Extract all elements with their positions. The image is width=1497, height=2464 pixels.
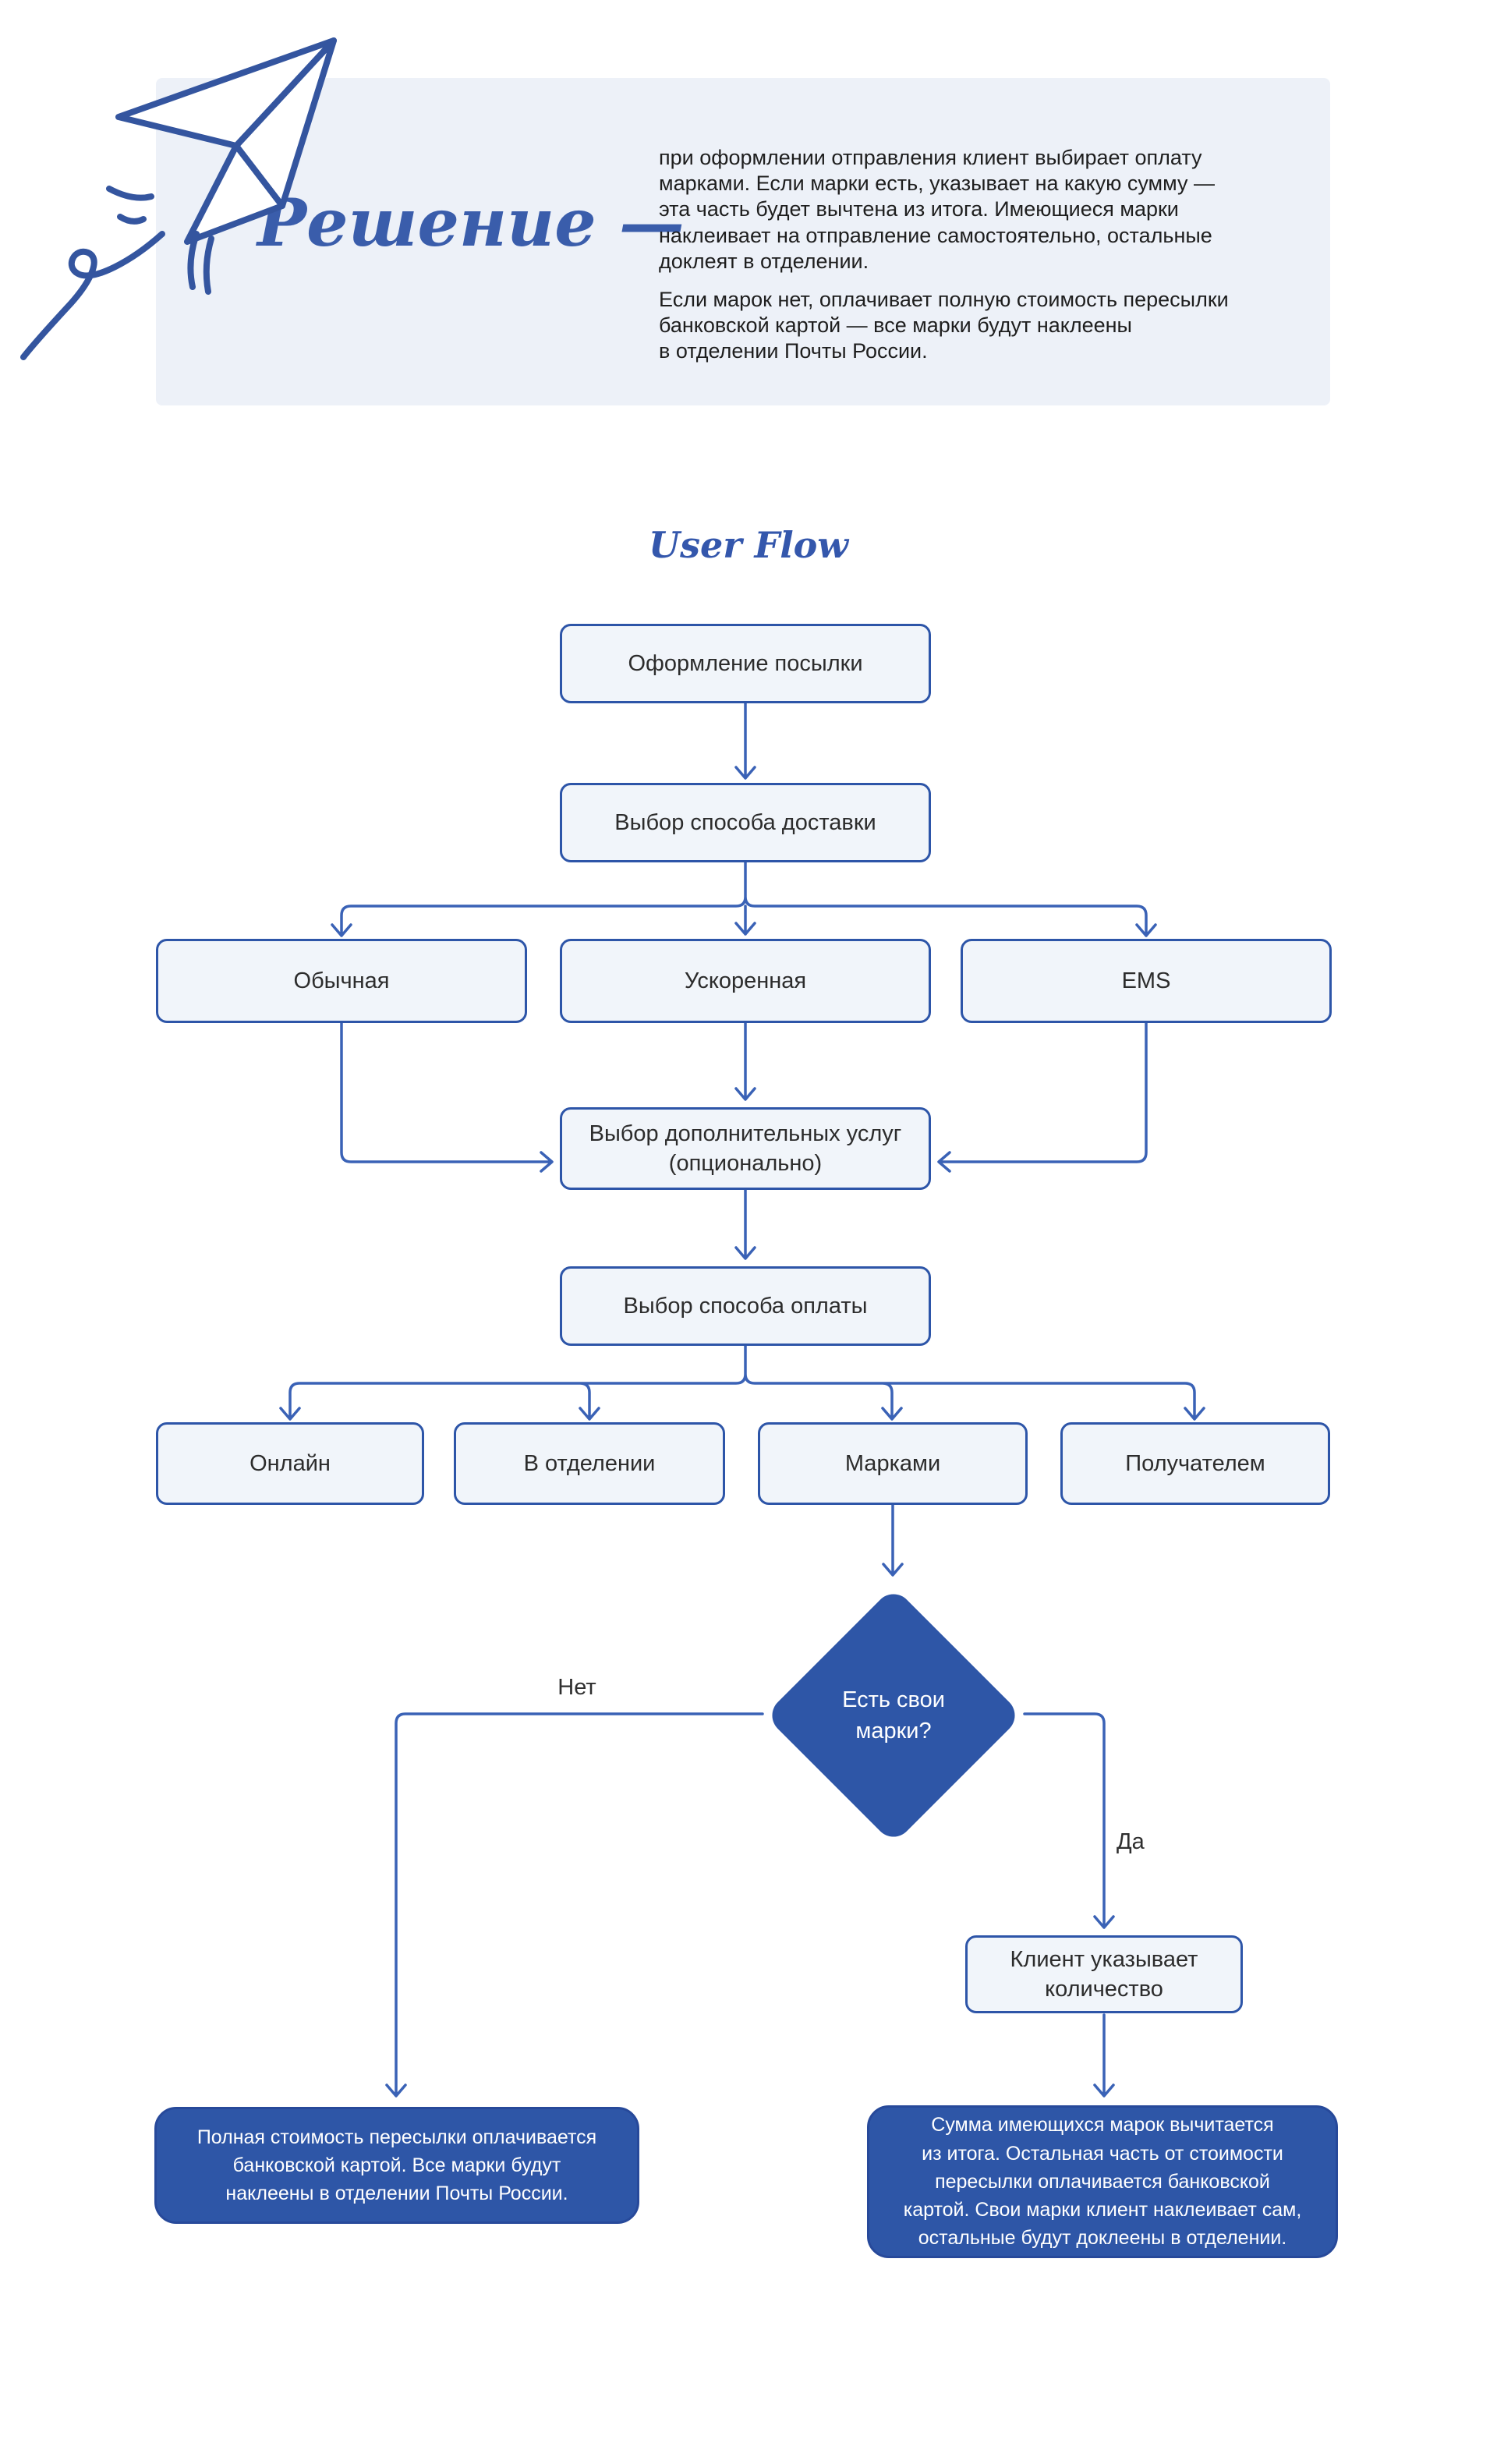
connector-ems-services [937, 1021, 1148, 1173]
solution-panel [156, 78, 1330, 405]
node-delivery-method: Выбор способа доставки [560, 783, 931, 862]
node-result-no-stamps: Полная стоимость пересылки оплачивается … [154, 2107, 639, 2224]
motion-stroke-1 [187, 231, 200, 290]
connector-quantity-result [1093, 2013, 1115, 2098]
userflow-title: User Flow [649, 524, 848, 566]
branch-label-no: Нет [557, 1675, 596, 1700]
decision-label: Есть свои марки? [842, 1687, 945, 1744]
node-pay-office: В отделении [454, 1422, 725, 1505]
branch-label-yes: Да [1117, 1829, 1145, 1854]
node-pay-recipient: Получателем [1060, 1422, 1330, 1505]
connector-decision-yes [1023, 1712, 1115, 1929]
node-quantity: Клиент указывает количество [965, 1935, 1243, 2013]
motion-arc-1 [106, 186, 154, 201]
connector-payment-split [279, 1344, 1205, 1421]
connector-decision-no [385, 1712, 764, 2098]
connector-regular-services [340, 1021, 554, 1173]
motion-arc-2 [117, 214, 147, 225]
connector-express-services [734, 1021, 756, 1101]
node-pay-online: Онлайн [156, 1422, 424, 1505]
node-regular: Обычная [156, 939, 527, 1023]
node-express: Ускоренная [560, 939, 931, 1023]
node-extra-services: Выбор дополнительных услуг (опционально) [560, 1107, 931, 1190]
solution-description: при оформлении отправления клиент выбира… [659, 145, 1251, 377]
solution-paragraph-1: при оформлении отправления клиент выбира… [659, 146, 1215, 273]
node-start: Оформление посылки [560, 624, 931, 703]
node-ems: EMS [961, 939, 1332, 1023]
paper-plane-keel [184, 143, 285, 245]
motion-swoosh [20, 231, 165, 360]
connector-start-delivery [734, 702, 756, 780]
connector-delivery-split [331, 861, 1157, 937]
connector-services-payment [734, 1188, 756, 1260]
connector-stamps-decision [882, 1503, 904, 1577]
solution-paragraph-2: Если марок нет, оплачивает полную стоимо… [659, 288, 1229, 363]
motion-stroke-2 [203, 235, 214, 295]
node-payment-method: Выбор способа оплаты [560, 1266, 931, 1346]
solution-title: Решение — [257, 184, 685, 261]
node-result-has-stamps: Сумма имеющихся марок вычитается из итог… [867, 2105, 1338, 2258]
paper-plane-icon [20, 37, 337, 360]
decision-diamond [772, 1594, 1015, 1837]
node-pay-stamps: Марками [758, 1422, 1028, 1505]
